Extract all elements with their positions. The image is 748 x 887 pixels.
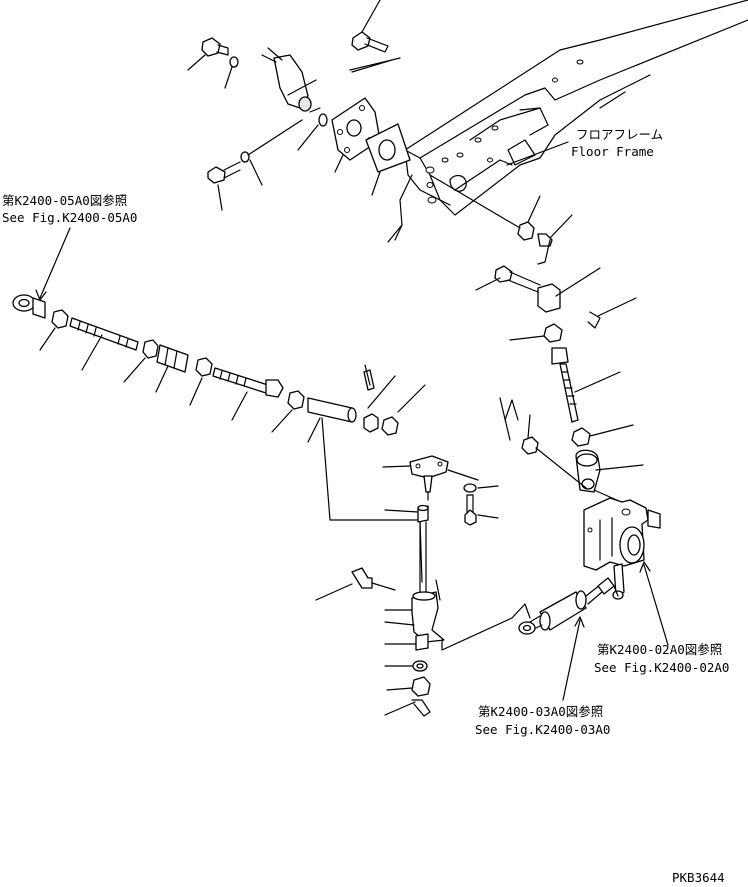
top-bracket-assembly <box>187 0 411 243</box>
leader-ref-03 <box>562 619 581 701</box>
ref-02-label-jp: 第K2400-02A0図参照 <box>597 642 722 657</box>
center-pivot-assembly <box>315 417 531 717</box>
leader-ref-02 <box>643 564 669 646</box>
drawing-code: PKB3644 <box>672 870 725 885</box>
left-rod-assembly <box>12 294 426 443</box>
ref-02-label-en: See Fig.K2400-02A0 <box>594 660 729 675</box>
right-link-assembly <box>429 174 661 600</box>
leader-floor-frame <box>506 141 569 166</box>
leader-ref-05 <box>39 227 71 299</box>
arrow-ref-03 <box>574 616 585 628</box>
control-cable <box>518 577 619 635</box>
floor-frame-label-jp: フロアフレーム <box>576 127 663 142</box>
floor-frame-label-en: Floor Frame <box>571 144 654 159</box>
ref-03-label-jp: 第K2400-03A0図参照 <box>478 704 603 719</box>
ref-05-label-jp: 第K2400-05A0図参照 <box>2 193 127 208</box>
ref-05-label-en: See Fig.K2400-05A0 <box>2 210 137 225</box>
floor-frame <box>394 0 748 241</box>
ref-03-label-en: See Fig.K2400-03A0 <box>475 722 610 737</box>
arrow-ref-02 <box>639 561 651 573</box>
